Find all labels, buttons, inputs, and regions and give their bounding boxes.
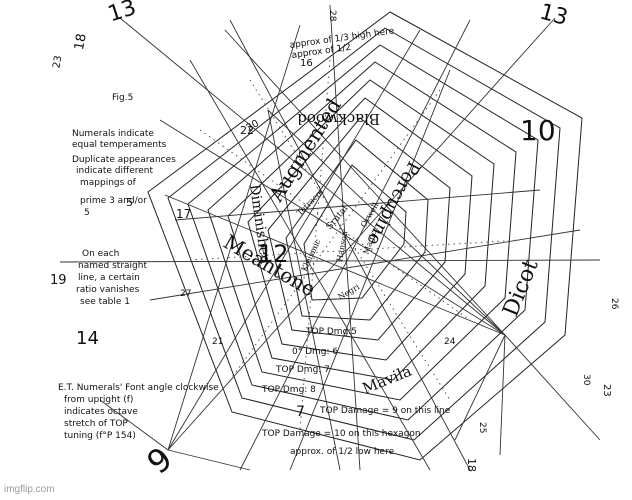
et-16: 16: [300, 58, 313, 69]
et-21: 21: [212, 337, 223, 347]
note-et-5: tuning (f°P 154): [64, 431, 136, 441]
note-duplicates-1: Duplicate appearances: [72, 155, 176, 165]
et-18-tl: 18: [72, 32, 90, 51]
hexagon-ring-2: [303, 164, 407, 301]
label-dicot: Dicot: [498, 256, 543, 320]
label-blackwood: Blackwood: [297, 110, 380, 128]
note-approx-bottom: approx. of 1/2 low here: [290, 447, 395, 457]
et-18-b: 18: [465, 458, 478, 472]
note-duplicates-2: indicate different: [76, 166, 154, 176]
hexagon-ring-5: [247, 97, 473, 361]
et-9: 9: [140, 439, 180, 481]
et-17: 17: [176, 207, 191, 221]
note-numerals-1: Numerals indicate: [72, 129, 154, 139]
label-mavila: Mavila: [360, 362, 414, 398]
note-top-dmg-6: 0° Dmg: 6: [292, 347, 338, 357]
et-26: 26: [609, 298, 619, 310]
et-10: 10: [520, 114, 556, 147]
et-23-tl: 23: [51, 55, 64, 69]
et-22: 22: [240, 124, 254, 137]
hexagon-ring-10: [147, 11, 583, 461]
et-13-right: 13: [537, 0, 571, 31]
note-each-5: see table 1: [80, 297, 130, 307]
note-et-2: from upright (f): [64, 395, 133, 405]
imgflip-watermark: imgflip.com: [4, 484, 55, 495]
et-14: 14: [76, 328, 99, 349]
hexagon-ring-9: [167, 27, 561, 441]
note-top-dmg-10: TOP Damage = 10 on this hexagon: [261, 429, 421, 439]
figure-label: Fig.5: [112, 93, 133, 103]
note-et-1: E.T. Numerals' Font angle clockwise: [58, 383, 219, 393]
note-each-3: line, a certain: [78, 273, 140, 283]
note-top-dmg-8: TOP Dmg: 8: [261, 385, 316, 395]
note-each-1: On each: [82, 249, 119, 259]
note-duplicates-4: prime 3 and/or: [80, 196, 147, 206]
et-12: 12: [258, 240, 289, 268]
et-25: 25: [477, 422, 487, 433]
note-numerals-2: equal temperaments: [72, 140, 167, 150]
et-24: 24: [444, 337, 456, 347]
note-duplicates-3: mappings of: [80, 178, 137, 188]
note-each-2: named straight: [78, 261, 147, 271]
note-et-4: stretch of TOP: [64, 419, 128, 429]
et-13-left: 13: [105, 0, 139, 27]
note-each-4: ratio vanishes: [76, 285, 140, 295]
note-top-dmg-5: TOP Dmg:5: [305, 327, 357, 337]
label-srutal: Srutal: [325, 204, 351, 232]
dotted-lines: [189, 59, 521, 431]
note-top-dmg-7: TOP Dmg: 7: [275, 365, 330, 375]
et-28: 28: [327, 10, 337, 22]
et-5: 5: [126, 196, 133, 209]
label-hanson: Hanson: [335, 230, 349, 262]
et-7: 7: [296, 404, 305, 420]
hexagon-ring-3: [285, 139, 429, 321]
et-30: 30: [581, 374, 591, 386]
hexagon-contours: [147, 11, 583, 461]
et-19: 19: [50, 273, 67, 288]
note-top-dmg-9: TOP Damage = 9 on this line: [319, 406, 451, 416]
note-et-3: indicates octave: [64, 407, 138, 417]
hexagon-ring-4: [267, 117, 451, 341]
hexagon-ring-7: [207, 61, 517, 401]
note-duplicates-5: 5: [84, 208, 90, 218]
et-27: 27: [180, 289, 191, 299]
temperament-lines: [59, 4, 601, 471]
et-23-r: 23: [601, 384, 612, 397]
